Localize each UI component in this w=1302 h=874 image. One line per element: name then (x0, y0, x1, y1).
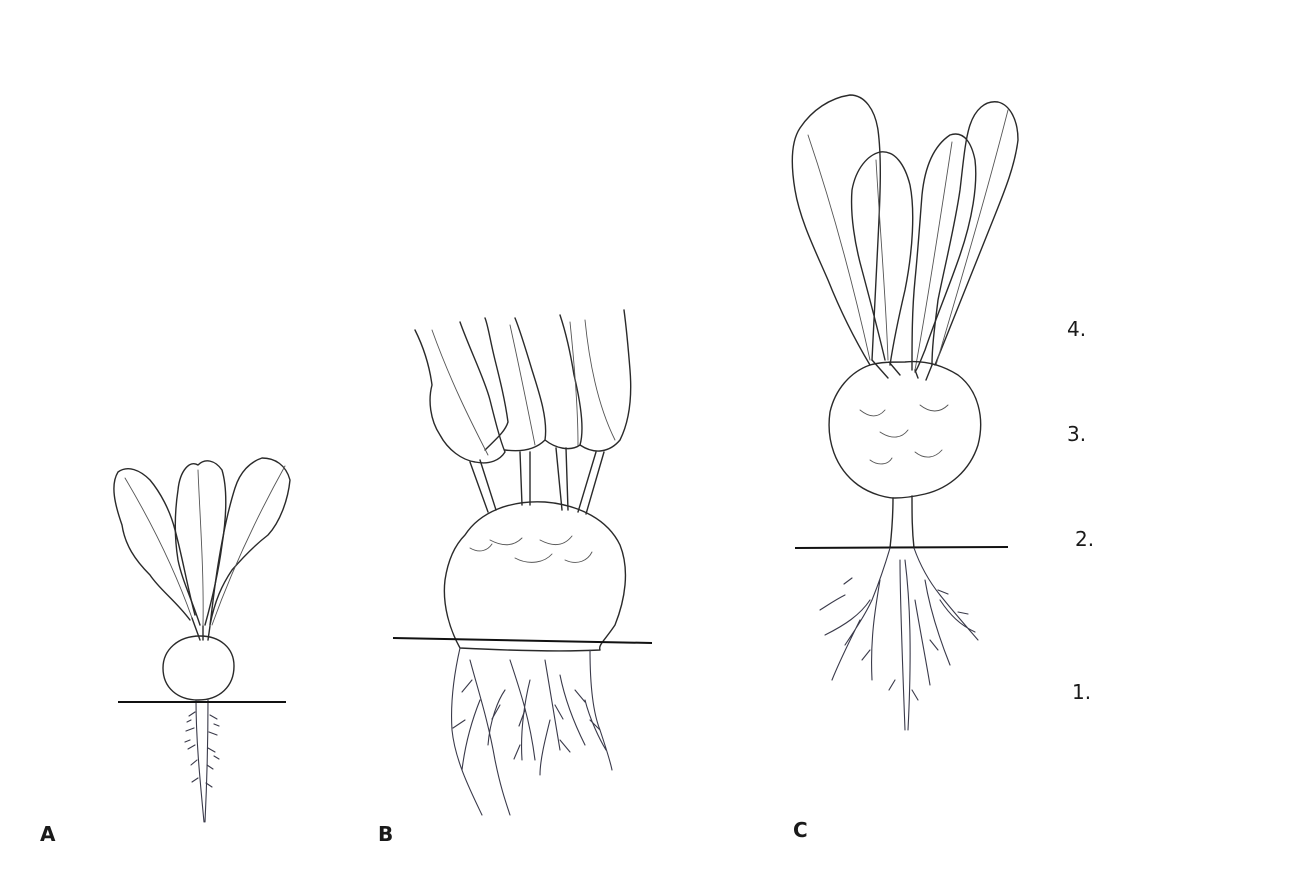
figure-label-b: B (378, 822, 393, 846)
plant-b-soil-line (393, 638, 652, 643)
plant-a (114, 458, 290, 822)
plant-b (393, 310, 652, 815)
plant-b-leaf-4 (580, 310, 631, 451)
plant-a-taproot (196, 700, 208, 822)
plant-b-leaf-3 (545, 315, 582, 449)
plant-c-leaf-4 (932, 102, 1018, 365)
figure-label-a: A (40, 822, 55, 846)
plant-c-leaf-3 (912, 134, 976, 372)
plant-a-leaf-right (210, 458, 290, 625)
part-label-3: 3. (1067, 422, 1086, 446)
part-label-1: 1. (1072, 680, 1091, 704)
part-label-2: 2. (1075, 527, 1094, 551)
plant-a-leaf-middle (175, 461, 225, 625)
plant-c-leaf-1 (792, 95, 880, 365)
figure-label-c: C (793, 818, 808, 842)
plant-b-bulb (444, 502, 625, 651)
plant-b-leaf-2 (485, 318, 508, 450)
plant-c-soil-line (795, 547, 1008, 548)
plant-c-bulb (829, 362, 981, 498)
plant-a-bulb (163, 636, 234, 700)
plant-c (792, 95, 1018, 730)
part-label-4: 4. (1067, 317, 1086, 341)
plant-c-roots (825, 548, 978, 730)
plant-b-roots (452, 648, 612, 815)
plant-a-leaf-left (114, 469, 195, 620)
